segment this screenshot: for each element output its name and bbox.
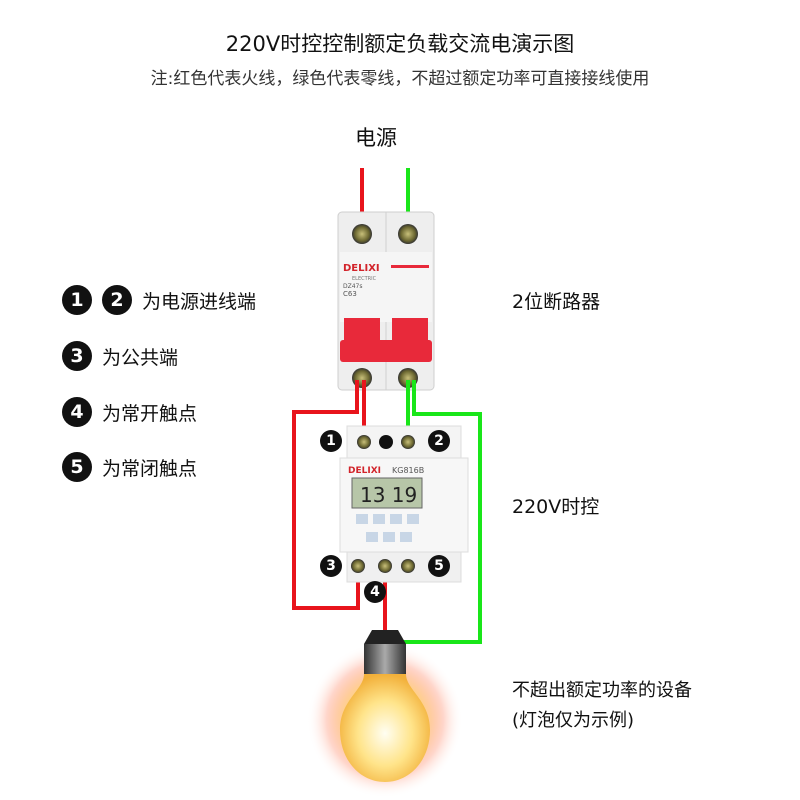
terminal-number-badge: 2 xyxy=(102,285,132,315)
legend-item-input-terminals: 1 2 为电源进线端 xyxy=(62,285,256,315)
breaker-terminal xyxy=(352,224,372,244)
breaker-label: 2位断路器 xyxy=(512,291,601,313)
timer-label: 220V时控 xyxy=(512,496,600,518)
timer-display xyxy=(351,477,423,509)
timer-model: KG816B xyxy=(392,466,424,475)
terminal-number-badge: 1 xyxy=(62,285,92,315)
timer-brand: DELIXI xyxy=(348,466,381,476)
breaker-model: DZ47s xyxy=(343,283,363,290)
timer-terminal-1 xyxy=(357,435,371,449)
legend-item-normally-open: 4 为常开触点 xyxy=(62,397,197,427)
terminal-number-badge: 5 xyxy=(62,452,92,482)
power-source-label: 电源 xyxy=(355,126,397,150)
timer-terminal-3 xyxy=(351,559,365,573)
neutral-wire-to-bulb xyxy=(402,380,482,644)
diagram-title: 220V时控控制额定负载交流电演示图 xyxy=(225,32,575,56)
terminal-badge-3: 3 xyxy=(320,555,342,577)
terminal-badge-1: 1 xyxy=(320,430,342,452)
breaker-rating: C63 xyxy=(343,290,357,298)
time-switch: DELIXI KG816B 13 19 xyxy=(339,425,469,583)
breaker-brand: DELIXI xyxy=(343,263,380,274)
timer-display-value: 13 19 xyxy=(360,483,417,507)
live-wire-to-common xyxy=(292,380,360,610)
timer-terminal-4 xyxy=(378,559,392,573)
legend-text: 为常开触点 xyxy=(102,402,198,425)
breaker-terminal xyxy=(398,224,418,244)
timer-terminal-5 xyxy=(401,559,415,573)
timer-terminal-2 xyxy=(401,435,415,449)
terminal-badge-5: 5 xyxy=(428,555,450,577)
load-note-line2: (灯泡仅为示例) xyxy=(512,710,635,731)
terminal-number-badge: 4 xyxy=(62,397,92,427)
diagram-subtitle: 注:红色代表火线，绿色代表零线，不超过额定功率可直接接线使用 xyxy=(150,69,650,89)
load-note: 不超出额定功率的设备 (灯泡仅为示例) xyxy=(512,676,692,736)
legend-item-common: 3 为公共端 xyxy=(62,341,178,371)
terminal-number-badge: 3 xyxy=(62,341,92,371)
breaker-sub: ELECTRIC xyxy=(352,276,377,282)
legend-text: 为常闭触点 xyxy=(102,457,198,480)
circuit-breaker: DELIXI ELECTRIC DZ47s C63 xyxy=(337,211,435,391)
terminal-badge-2: 2 xyxy=(428,430,450,452)
light-bulb xyxy=(307,630,463,798)
legend-text: 为公共端 xyxy=(102,346,179,369)
legend-item-normally-closed: 5 为常闭触点 xyxy=(62,452,197,482)
terminal-badge-4: 4 xyxy=(364,581,386,603)
legend-text: 为电源进线端 xyxy=(142,290,257,313)
breaker-toggle xyxy=(340,340,432,362)
load-note-line1: 不超出额定功率的设备 xyxy=(512,680,692,701)
